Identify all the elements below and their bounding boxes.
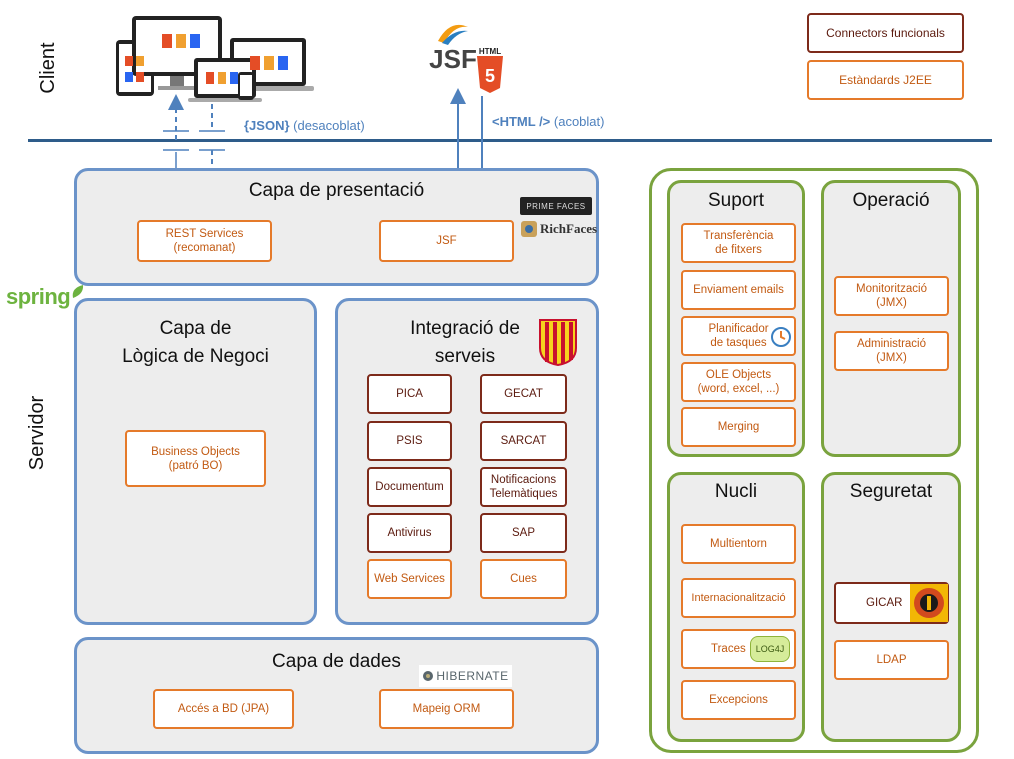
hibernate-mark-icon — [423, 671, 434, 681]
data-layer-title: Capa de dades — [272, 651, 401, 672]
seguretat-title: Seguretat — [849, 481, 933, 502]
business-layer-title-2: Lògica de Negoci — [122, 346, 269, 367]
devices-illustration — [116, 16, 314, 102]
rest-services-box: REST Services (recomanat) — [137, 220, 272, 262]
scheduler-clock-icon — [771, 327, 791, 347]
html5-shield-icon: 5 — [477, 55, 503, 93]
integration-layer-title-1: Integració de — [410, 318, 520, 339]
documentum-connector: Documentum — [367, 467, 452, 507]
server-label: Servidor — [26, 395, 48, 471]
richfaces-puzzle-icon — [521, 221, 537, 237]
richfaces-logo: RichFaces — [520, 220, 597, 238]
legend-j2ee-standards: Estàndards J2EE — [807, 60, 964, 100]
html-link-bold: <HTML /> — [492, 114, 551, 129]
antivirus-connector: Antivirus — [367, 513, 452, 553]
ldap-box: LDAP — [834, 640, 949, 680]
presentation-layer-title: Capa de presentació — [248, 180, 425, 201]
primefaces-logo-text: PRIME FACES — [526, 201, 586, 211]
monitoring-box: Monitorització (JMX) — [834, 276, 949, 316]
sarcat-connector: SARCAT — [480, 421, 567, 461]
suport-title: Suport — [708, 190, 764, 211]
jsf-logo-text: JSF — [429, 44, 477, 74]
operacio-title: Operació — [852, 190, 930, 211]
business-objects-box: Business Objects (patró BO) — [125, 430, 266, 487]
orm-box: Mapeig ORM — [379, 689, 514, 729]
jsf-logo: JSF — [429, 18, 477, 78]
merging-box: Merging — [681, 407, 796, 447]
primefaces-logo: PRIME FACES — [520, 197, 592, 215]
legend-functional-connectors: Connectors funcionals — [807, 13, 964, 53]
jsf-swoosh-icon — [438, 24, 468, 45]
json-link-rest: (desacoblat) — [289, 118, 365, 133]
generalitat-logo-icon — [539, 319, 577, 366]
gicar-logo-icon — [910, 584, 948, 622]
gecat-connector: GECAT — [480, 374, 567, 414]
file-transfer-box: Transferència de fitxers — [681, 223, 796, 263]
web-services-box: Web Services — [367, 559, 452, 599]
spring-leaf-icon — [72, 285, 84, 298]
gicar-label: GICAR — [866, 597, 903, 609]
email-sending-box: Enviament emails — [681, 270, 796, 310]
client-server-divider — [28, 139, 992, 142]
pica-connector: PICA — [367, 374, 452, 414]
jsf-box: JSF — [379, 220, 514, 262]
html5-logo-text: HTML — [478, 46, 502, 56]
html-link-label: <HTML /> (acoblat) — [492, 114, 604, 129]
exceptions-box: Excepcions — [681, 680, 796, 720]
traces-label: Traces — [711, 643, 746, 655]
sap-connector: SAP — [480, 513, 567, 553]
spring-logo: spring — [6, 284, 85, 310]
hibernate-logo: HIBERNATE — [419, 665, 512, 687]
richfaces-logo-text: RichFaces — [540, 221, 598, 236]
multientorn-box: Multientorn — [681, 524, 796, 564]
nucli-title: Nucli — [714, 481, 758, 502]
log4j-logo: LOG4J — [750, 636, 790, 662]
task-scheduler-label: Planificador de tasques — [708, 323, 769, 349]
log4j-logo-text: LOG4J — [755, 644, 785, 654]
i18n-box: Internacionalització — [681, 578, 796, 618]
ole-objects-box: OLE Objects (word, excel, ...) — [681, 362, 796, 402]
svg-text:5: 5 — [485, 66, 495, 86]
cues-box: Cues — [480, 559, 567, 599]
integration-layer-title-2: serveis — [434, 346, 496, 367]
json-link-label: {JSON} (desacoblat) — [244, 118, 365, 133]
json-link-bold: {JSON} — [244, 118, 290, 133]
business-layer-title-1: Capa de — [159, 318, 232, 339]
notificacions-connector: Notificacions Telemàtiques — [480, 467, 567, 507]
administration-box: Administració (JMX) — [834, 331, 949, 371]
hibernate-logo-text: HIBERNATE — [436, 669, 509, 683]
html-link-rest: (acoblat) — [550, 114, 605, 129]
operacio-box — [821, 180, 961, 457]
jpa-box: Accés a BD (JPA) — [153, 689, 294, 729]
html5-logo: HTML 5 — [472, 44, 508, 96]
psis-connector: PSIS — [367, 421, 452, 461]
spring-logo-text: spring — [6, 284, 71, 309]
